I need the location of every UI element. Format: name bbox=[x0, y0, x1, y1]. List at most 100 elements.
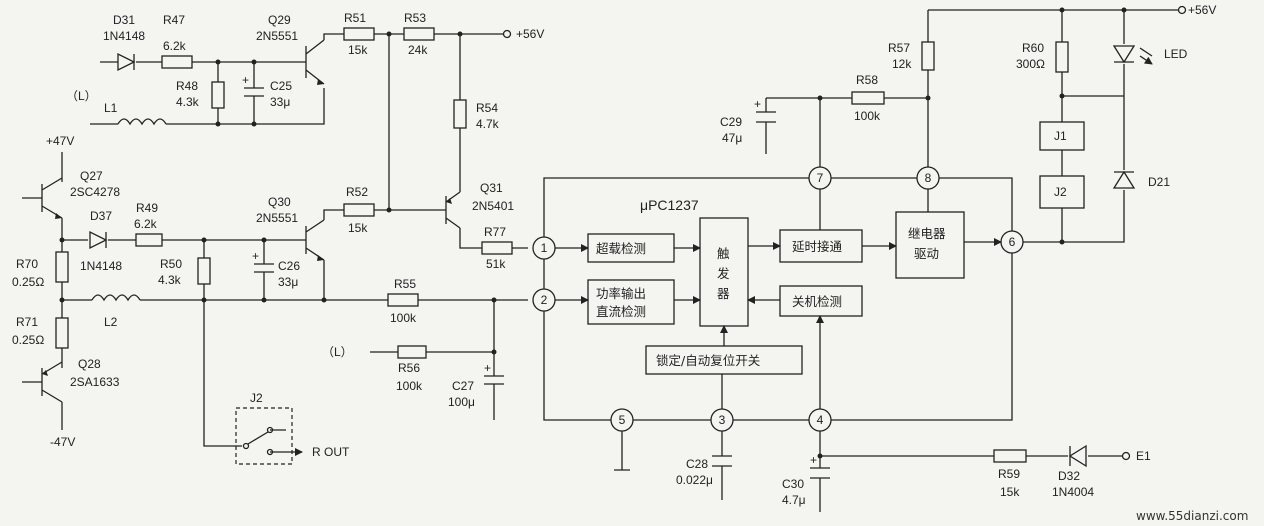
d37-ref: D37 bbox=[90, 209, 112, 223]
r70-resistor bbox=[55, 251, 69, 283]
r60-resistor bbox=[1055, 41, 1069, 73]
r70-value: 0.25Ω bbox=[12, 275, 44, 289]
r60-value: 300Ω bbox=[1016, 57, 1045, 71]
pin-2: 2 bbox=[541, 293, 548, 307]
r48-ref: R48 bbox=[176, 79, 198, 93]
d31-diode bbox=[117, 52, 136, 72]
c29-value: 47μ bbox=[722, 131, 742, 145]
trigger-label-3: 器 bbox=[717, 286, 730, 301]
svg-text:+: + bbox=[242, 73, 249, 87]
r58-resistor bbox=[851, 91, 885, 105]
watermark: www.55dianzi.com bbox=[1136, 509, 1248, 523]
pin-6: 6 bbox=[1009, 235, 1016, 249]
r51-resistor bbox=[343, 27, 375, 41]
r55-ref: R55 bbox=[394, 277, 416, 291]
c25-value: 33μ bbox=[270, 95, 290, 109]
r71-ref: R71 bbox=[16, 315, 38, 329]
j2-coil-ref: J2 bbox=[1054, 185, 1067, 199]
d37-value: 1N4148 bbox=[80, 259, 122, 273]
r49-resistor bbox=[135, 233, 163, 247]
r52-value: 15k bbox=[348, 221, 368, 235]
top-sense-channel bbox=[90, 27, 512, 210]
pin-1: 1 bbox=[541, 241, 548, 255]
q30-transistor bbox=[300, 219, 325, 261]
c28-value: 0.022μ bbox=[676, 473, 713, 487]
r50-resistor bbox=[197, 257, 211, 285]
r56-value: 100k bbox=[396, 379, 423, 393]
r50-ref: R50 bbox=[160, 257, 182, 271]
output-stage bbox=[22, 152, 528, 465]
q31-transistor bbox=[445, 191, 461, 229]
relay-drive-label-1: 继电器 bbox=[908, 226, 946, 241]
r71-value: 0.25Ω bbox=[12, 333, 44, 347]
c28-capacitor bbox=[712, 455, 732, 467]
relay-section bbox=[614, 5, 1187, 512]
q30-value: 2N5551 bbox=[256, 211, 298, 225]
q31-ref: Q31 bbox=[480, 181, 503, 195]
labels: D31 1N4148 R47 6.2k R48 4.3k C25 33μ Q29… bbox=[12, 3, 1248, 523]
r56-resistor bbox=[397, 345, 427, 359]
output-r-out: R OUT bbox=[312, 445, 350, 459]
d31-value: 1N4148 bbox=[103, 29, 145, 43]
ic-upc1237 bbox=[532, 166, 1024, 432]
pin-7: 7 bbox=[817, 171, 824, 185]
d31-ref: D31 bbox=[113, 13, 135, 27]
r58-ref: R58 bbox=[856, 73, 878, 87]
c28-ref: C28 bbox=[686, 457, 708, 471]
ic-name: μPC1237 bbox=[640, 197, 699, 213]
l2-ref: L2 bbox=[104, 315, 118, 329]
r56-ref: R56 bbox=[398, 361, 420, 375]
r57-value: 12k bbox=[892, 57, 912, 71]
svg-text:+: + bbox=[754, 97, 761, 111]
c29-ref: C29 bbox=[720, 115, 742, 129]
relay-drive-block bbox=[895, 211, 965, 279]
c27-ref: C27 bbox=[452, 379, 474, 393]
trigger-label-1: 触 bbox=[717, 246, 730, 261]
j1-coil bbox=[1039, 121, 1085, 151]
q30-ref: Q30 bbox=[268, 195, 291, 209]
trigger-block bbox=[699, 217, 749, 327]
c25-ref: C25 bbox=[270, 79, 292, 93]
svg-text:+: + bbox=[252, 249, 259, 263]
d21-diode bbox=[1112, 170, 1136, 189]
input-l-mid: （L） bbox=[322, 345, 353, 359]
rail-56v-b: +56V bbox=[1188, 3, 1216, 17]
r47-resistor bbox=[161, 55, 193, 69]
dc-detect-label-2: 直流检测 bbox=[596, 304, 646, 319]
svg-text:+: + bbox=[810, 453, 817, 467]
c26-ref: C26 bbox=[278, 259, 300, 273]
d32-value: 1N4004 bbox=[1052, 485, 1094, 499]
c26-value: 33μ bbox=[278, 275, 298, 289]
r77-resistor bbox=[481, 241, 513, 255]
relay-drive-label-2: 驱动 bbox=[914, 246, 939, 261]
r60-ref: R60 bbox=[1022, 41, 1044, 55]
j2-relay-contact-box bbox=[235, 407, 293, 465]
j1-ref: J1 bbox=[1054, 129, 1067, 143]
q29-transistor bbox=[300, 39, 325, 85]
r53-resistor bbox=[403, 27, 435, 41]
r57-ref: R57 bbox=[888, 41, 910, 55]
j2-switch-ref: J2 bbox=[250, 391, 263, 405]
q27-ref: Q27 bbox=[80, 169, 103, 183]
dc-detect-label-1: 功率输出 bbox=[596, 286, 646, 301]
r48-resistor bbox=[211, 81, 225, 109]
shutdown-detect-label: 关机检测 bbox=[792, 294, 842, 309]
l2-inductor bbox=[91, 294, 141, 302]
l1-ref: L1 bbox=[104, 101, 118, 115]
r51-value: 15k bbox=[348, 43, 368, 57]
c30-ref: C30 bbox=[782, 477, 804, 491]
pin-8: 8 bbox=[925, 171, 932, 185]
trigger-label-2: 发 bbox=[717, 266, 730, 281]
r48-value: 4.3k bbox=[176, 95, 200, 109]
r49-value: 6.2k bbox=[134, 217, 158, 231]
q27-value: 2SC4278 bbox=[70, 185, 120, 199]
input-e1: E1 bbox=[1136, 449, 1151, 463]
q29-ref: Q29 bbox=[268, 13, 291, 27]
r54-resistor bbox=[453, 99, 467, 129]
c30-value: 4.7μ bbox=[782, 493, 806, 507]
delay-on-block bbox=[779, 229, 863, 263]
l1-inductor bbox=[117, 118, 167, 126]
r47-ref: R47 bbox=[163, 13, 185, 27]
led-diode bbox=[1112, 45, 1152, 64]
r47-value: 6.2k bbox=[163, 39, 187, 53]
